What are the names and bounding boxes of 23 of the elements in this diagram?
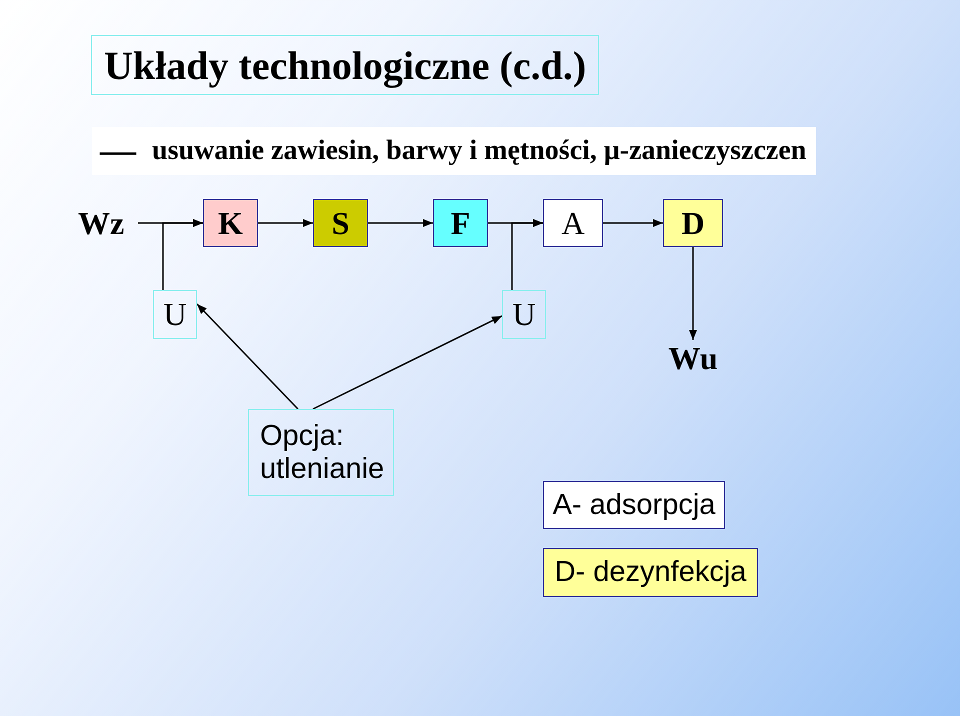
arrow bbox=[312, 315, 502, 410]
input-label: Wz bbox=[78, 205, 138, 241]
process-box: D bbox=[663, 199, 723, 247]
arrow bbox=[511, 219, 543, 290]
process-box: K bbox=[203, 199, 258, 247]
process-box: S bbox=[313, 199, 368, 247]
arrow bbox=[368, 219, 433, 227]
key-box: A- adsorpcja bbox=[543, 481, 725, 529]
arrow bbox=[603, 219, 663, 227]
arrow bbox=[162, 219, 203, 290]
arrow bbox=[689, 247, 697, 340]
arrow bbox=[196, 304, 298, 410]
dosing-box: U bbox=[502, 290, 546, 339]
bullet-dash: — bbox=[100, 131, 136, 171]
key-box: D- dezynfekcja bbox=[543, 548, 758, 597]
output-label: Wu bbox=[666, 340, 720, 376]
note-box: Opcja: utlenianie bbox=[248, 409, 394, 496]
slide-title: Układy technologiczne (c.d.) bbox=[91, 35, 600, 95]
subtitle-text: usuwanie zawiesin, barwy i mętności, μ-zanieczyszczen bbox=[152, 136, 806, 166]
process-box: F bbox=[433, 199, 488, 247]
process-box: A bbox=[543, 199, 603, 247]
dosing-box: U bbox=[153, 290, 197, 339]
arrow bbox=[258, 219, 313, 227]
